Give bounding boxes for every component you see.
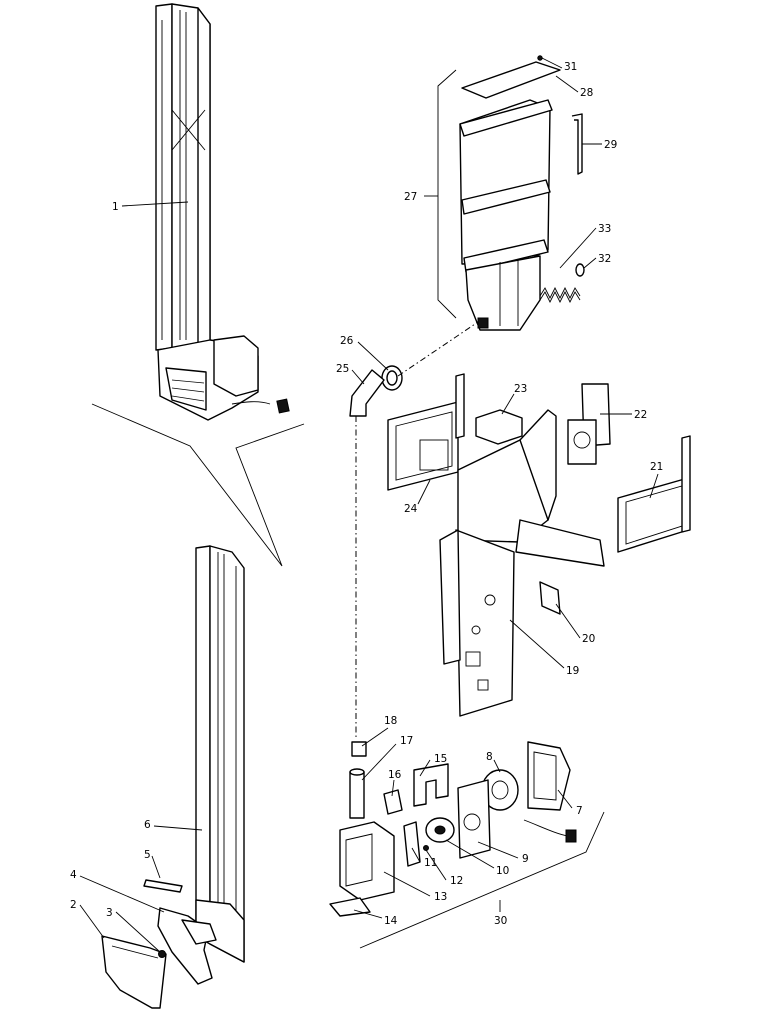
part-18-sleeve xyxy=(351,741,367,757)
part-32-washer xyxy=(575,263,585,277)
part-6-lower-column xyxy=(195,545,245,963)
part-31-screw xyxy=(537,55,543,61)
callout-25: 25 xyxy=(336,363,349,375)
callout-26: 26 xyxy=(340,335,354,347)
part-9-gear-plate xyxy=(457,779,491,859)
callout-24: 24 xyxy=(404,503,418,515)
callout-5: 5 xyxy=(144,849,151,861)
callout-30: 30 xyxy=(494,915,507,927)
callout-31: 31 xyxy=(564,61,577,73)
part-22-motor-plate xyxy=(567,383,611,465)
callout-15: 15 xyxy=(434,753,447,765)
part-20-clip xyxy=(539,581,561,615)
part-28-hopper-lid xyxy=(461,61,561,99)
callout-6: 6 xyxy=(144,819,151,831)
callout-4: 4 xyxy=(70,869,77,881)
part-11-plate xyxy=(403,821,421,867)
part-19-main-frame xyxy=(439,409,605,717)
part-27-hopper xyxy=(459,99,553,331)
part-24-gasket-frame xyxy=(387,373,465,491)
callout-labels: 1 2 3 4 5 6 7 8 9 10 11 12 13 14 15 16 1… xyxy=(70,61,663,927)
part-29-rod xyxy=(571,113,583,175)
callout-12: 12 xyxy=(450,875,463,887)
callout-16: 16 xyxy=(388,769,402,781)
part-16-clip xyxy=(383,789,403,815)
callout-29: 29 xyxy=(604,139,617,151)
part-23-bracket xyxy=(475,409,523,445)
part-33-spring xyxy=(539,286,581,304)
leader-lines xyxy=(79,57,659,953)
callout-33: 33 xyxy=(598,223,611,235)
part-26-ring xyxy=(381,365,403,391)
callout-21: 21 xyxy=(650,461,663,473)
part-17-tube xyxy=(349,768,365,819)
callout-13: 13 xyxy=(434,891,447,903)
part-13-housing xyxy=(339,821,395,901)
callout-3: 3 xyxy=(106,907,113,919)
callout-2: 2 xyxy=(70,899,77,911)
callout-20: 20 xyxy=(582,633,595,645)
callout-23: 23 xyxy=(514,383,527,395)
zoom-line xyxy=(91,403,305,567)
callout-10: 10 xyxy=(496,865,509,877)
callout-8: 8 xyxy=(486,751,493,763)
part-10-gear xyxy=(425,817,455,843)
part-7-motor-cover xyxy=(523,741,577,843)
callout-9: 9 xyxy=(522,853,529,865)
callout-11: 11 xyxy=(424,857,437,869)
axis-line-hopper xyxy=(397,321,479,377)
part-1-column-assembly xyxy=(155,3,290,421)
callout-22: 22 xyxy=(634,409,647,421)
part-25-elbow xyxy=(349,369,385,417)
bracket-27 xyxy=(437,69,457,319)
callout-32: 32 xyxy=(598,253,611,265)
part-5-rod xyxy=(143,879,183,893)
callout-28: 28 xyxy=(580,87,593,99)
part-3-hinge-pin xyxy=(158,950,166,958)
callout-27: 27 xyxy=(404,191,417,203)
callout-18: 18 xyxy=(384,715,397,727)
callout-19: 19 xyxy=(566,665,579,677)
callout-1: 1 xyxy=(112,201,119,213)
part-4-lever-bracket xyxy=(157,907,217,985)
callout-17: 17 xyxy=(400,735,413,747)
callout-14: 14 xyxy=(384,915,398,927)
part-12-pin xyxy=(423,845,429,851)
bracket-30 xyxy=(359,811,605,949)
callout-7: 7 xyxy=(576,805,583,817)
part-21-gasket-frame xyxy=(617,435,691,553)
part-2-flap-panel xyxy=(101,935,167,1009)
part-15-bracket xyxy=(413,763,449,807)
